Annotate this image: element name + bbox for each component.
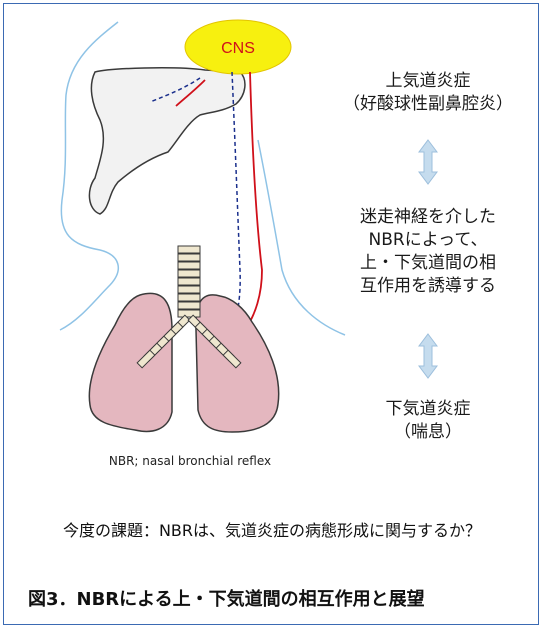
middle-line3: 上・下気道間の相	[318, 252, 538, 275]
upper-double-arrow	[419, 140, 437, 184]
lower-label-line1: 下気道炎症	[318, 398, 538, 421]
figure-title: 図3．NBRによる上・下気道間の相互作用と展望	[28, 585, 425, 611]
upper-label-line1: 上気道炎症	[318, 70, 538, 93]
trachea-ring	[178, 246, 200, 253]
lower-airway-inflammation: 下気道炎症 （喘息）	[318, 398, 538, 444]
trachea-ring	[178, 302, 200, 309]
future-task-text: 今度の課題：NBRは、気道炎症の病態形成に関与するか？	[0, 517, 544, 541]
middle-description: 迷走神経を介した NBRによって、 上・下気道間の相 互作用を誘導する	[318, 206, 538, 298]
middle-line2: NBRによって、	[318, 229, 538, 252]
trachea-ring	[178, 254, 200, 261]
trachea-ring	[178, 270, 200, 277]
cns-label: CNS	[221, 40, 255, 57]
trachea-ring	[178, 310, 200, 317]
left-lung	[89, 293, 172, 431]
trachea-ring	[178, 262, 200, 269]
upper-label-line2: （好酸球性副鼻腔炎）	[318, 93, 538, 116]
upper-airway-inflammation: 上気道炎症 （好酸球性副鼻腔炎）	[318, 70, 538, 116]
trachea-ring	[178, 294, 200, 301]
lower-label-line2: （喘息）	[318, 421, 538, 444]
trachea-ring	[178, 278, 200, 285]
middle-line4: 互作用を誘導する	[318, 275, 538, 298]
diagram-caption: NBR; nasal bronchial reflex	[0, 454, 380, 468]
trachea-ring	[178, 286, 200, 293]
vagus-nerve-red	[246, 72, 262, 328]
lower-double-arrow	[419, 334, 437, 378]
middle-line1: 迷走神経を介した	[318, 206, 538, 229]
nasal-cavity	[89, 68, 245, 214]
vagus-nerve-blue	[232, 72, 240, 330]
